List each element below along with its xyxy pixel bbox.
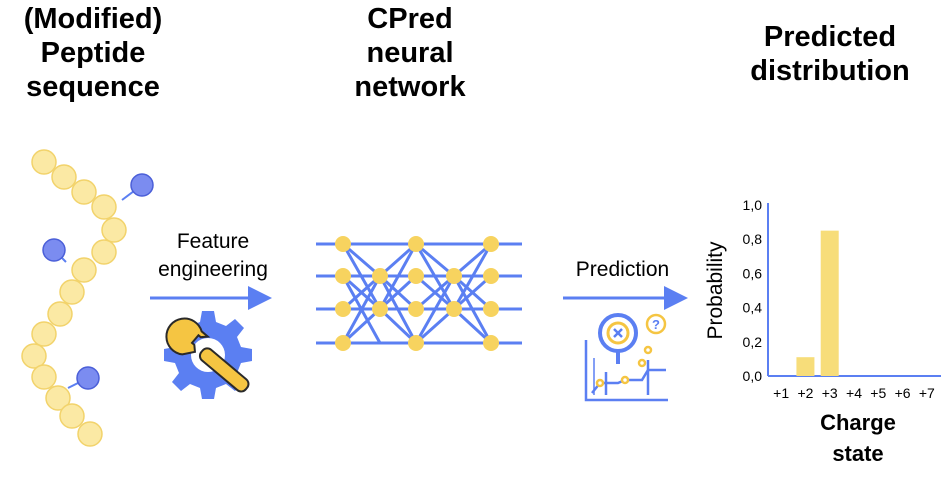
y-tick-label: 0,8 (743, 231, 763, 247)
bar-chart: 0,0 0,2 0,4 0,6 0,8 1,0 +1 +2 +3 +4 +5 +6 +7 Probabil… (704, 197, 941, 466)
network-title-line-3: network (354, 71, 466, 103)
x-tick-label: +7 (919, 385, 935, 401)
x-tick-label: +2 (797, 385, 813, 401)
neural-network-icon (316, 236, 522, 351)
y-tick-label: 0,4 (743, 300, 763, 316)
network-title-line-1: CPred (367, 3, 453, 35)
input-title-line-2: Peptide (40, 37, 146, 69)
input-title-line-1: (Modified) (23, 3, 163, 35)
x-tick-label: +5 (870, 385, 886, 401)
network-title-line-2: neural (366, 37, 454, 69)
feature-engineering-label: Feature engineering (138, 228, 288, 284)
output-title-line-1: Predicted (763, 21, 897, 53)
question-mark-icon: ? (652, 317, 660, 332)
analytics-magnifier-icon (584, 313, 668, 402)
peptide-chain-icon (21, 149, 154, 447)
x-axis-label-line: state (832, 441, 883, 466)
bar-plus2 (796, 357, 815, 376)
prediction-label: Prediction (555, 256, 690, 284)
input-title: (Modified) Peptide sequence (2, 2, 184, 104)
feature-arrow (150, 286, 272, 310)
x-tick-label: +6 (895, 385, 911, 401)
network-title: CPred neural network (320, 2, 500, 104)
prediction-arrow (563, 286, 688, 310)
x-tick-label: +1 (773, 385, 789, 401)
y-tick-label: 0,2 (743, 334, 763, 350)
x-axis-label-line: Charge (820, 410, 896, 435)
y-tick-label: 0,0 (743, 368, 763, 384)
output-title: Predicted distribution (725, 20, 935, 88)
y-tick-label: 0,6 (743, 265, 763, 281)
output-title-line-2: distribution (750, 55, 910, 87)
input-title-line-3: sequence (26, 71, 160, 103)
bar-plus3 (820, 230, 839, 376)
prediction-label-text: Prediction (575, 258, 670, 281)
feature-label-line-2: engineering (158, 258, 268, 281)
feature-label-line-1: Feature (176, 230, 250, 253)
x-tick-label: +4 (846, 385, 862, 401)
y-tick-label: 1,0 (743, 197, 763, 213)
y-axis-label: Probability (704, 241, 727, 340)
gear-wrench-icon (164, 311, 252, 399)
x-tick-label: +3 (822, 385, 838, 401)
